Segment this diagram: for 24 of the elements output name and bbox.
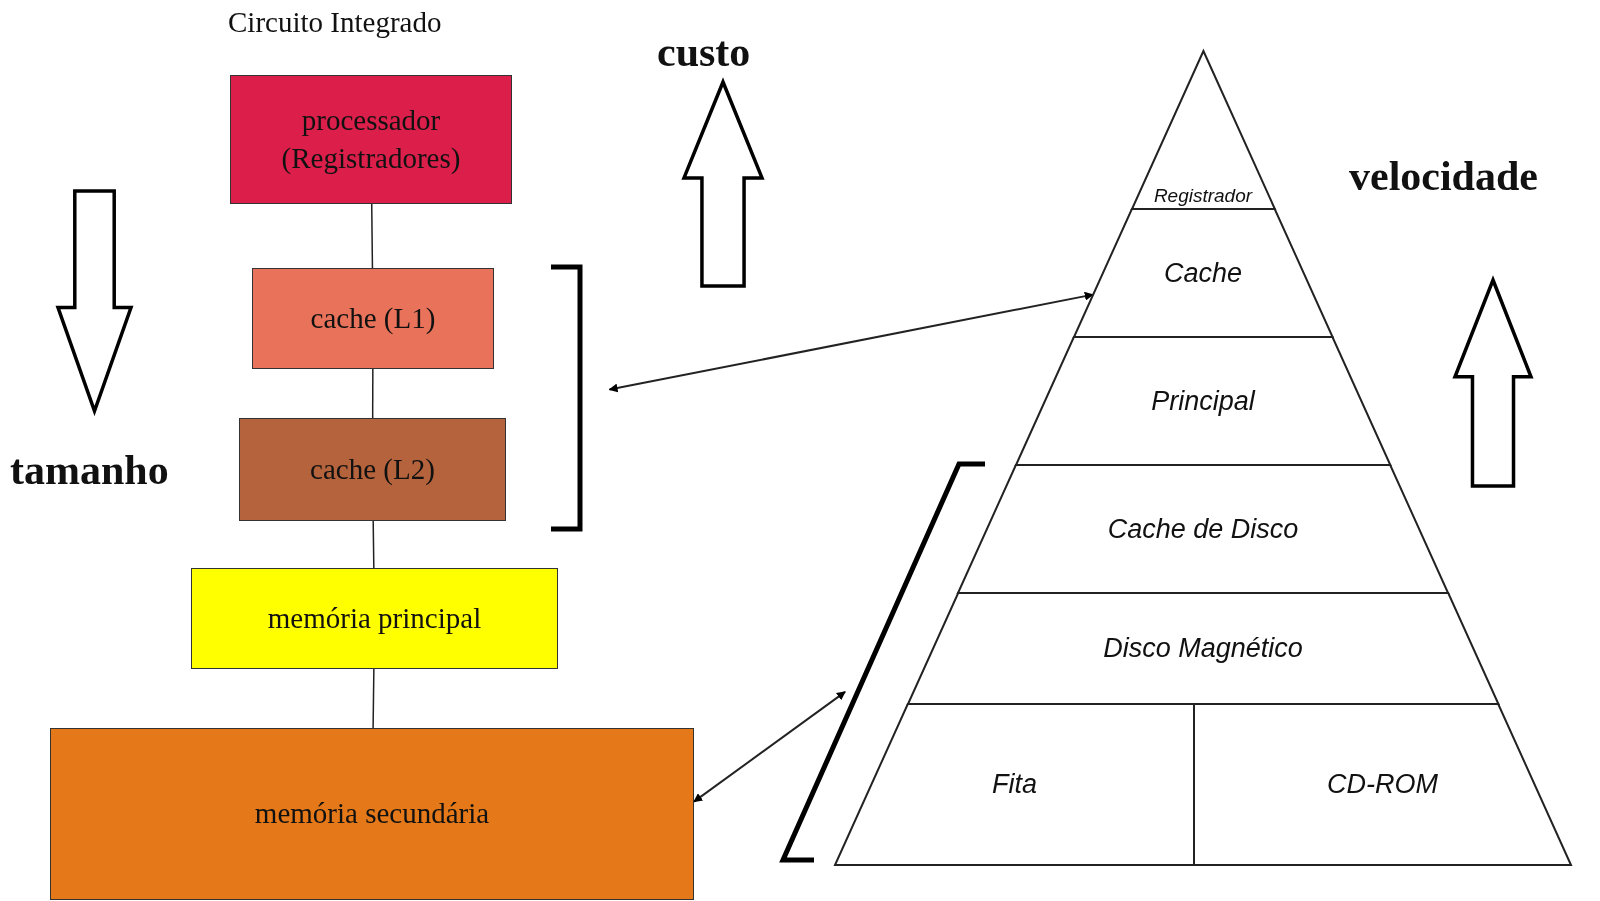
connector-line	[371, 368, 374, 419]
double-arrow	[693, 690, 847, 803]
memory-box: memória secundária	[50, 728, 694, 900]
connector-line	[370, 203, 374, 269]
pyramid-level: CD-ROM	[1194, 704, 1571, 865]
bracket	[551, 265, 582, 531]
bracket	[781, 462, 985, 864]
memory-box: processador (Registradores)	[230, 75, 512, 204]
double-arrow	[608, 291, 1094, 393]
connector-line	[372, 668, 375, 729]
memory-box: memória principal	[191, 568, 558, 669]
pyramid-level: Cache	[1073, 209, 1333, 337]
axis-label: custo	[657, 28, 751, 76]
pyramid-level: Principal	[1015, 337, 1391, 465]
connector-line	[372, 520, 375, 569]
axis-label: velocidade	[1349, 152, 1538, 200]
pyramid-level: Registrador	[1131, 51, 1275, 209]
memory-box: cache (L2)	[239, 418, 506, 521]
pyramid-level: Disco Magnético	[907, 593, 1499, 704]
pyramid-level: Fita	[835, 704, 1194, 865]
memory-box: cache (L1)	[252, 268, 494, 369]
axis-label: tamanho	[10, 446, 169, 494]
group-label: Circuito Integrado	[228, 6, 442, 39]
pyramid-level: Cache de Disco	[957, 465, 1448, 593]
